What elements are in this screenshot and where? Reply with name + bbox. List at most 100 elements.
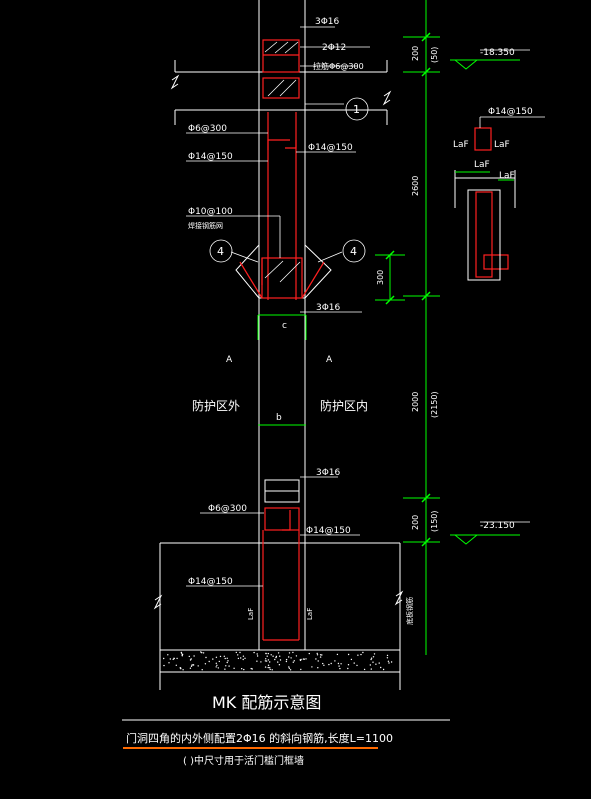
dim-2000: 2000 xyxy=(411,392,420,412)
label-low-right-phi14: Φ14@150 xyxy=(306,526,351,536)
gravel-dot xyxy=(237,654,239,656)
label-dim-c: c xyxy=(282,321,287,331)
leader-lines xyxy=(186,26,545,587)
gravel-dot xyxy=(279,659,282,661)
gravel-dot xyxy=(172,658,174,661)
gravel-dot xyxy=(269,668,271,671)
gravel-dot xyxy=(265,658,267,660)
label-top-3phi16: 3Φ16 xyxy=(315,17,340,27)
gravel-dot xyxy=(277,652,280,654)
gravel-dot xyxy=(347,653,350,656)
label-right-phi14: Φ14@150 xyxy=(308,143,353,153)
elevation-low: -23.150 xyxy=(480,521,515,531)
gravel-dot xyxy=(356,664,358,667)
gravel-dot xyxy=(265,652,267,655)
gravel-dot xyxy=(271,669,273,671)
label-detail-laf4: LaF xyxy=(499,171,515,181)
gravel-dot xyxy=(360,653,362,656)
label-left-phi6: Φ6@300 xyxy=(188,124,227,134)
gravel-dot xyxy=(272,655,274,657)
gravel-dot xyxy=(319,654,322,656)
note-line-2: ( )中尺寸用于活门槛门框墙 xyxy=(183,754,304,767)
gravel-dot xyxy=(288,667,291,669)
gravel-dot xyxy=(264,660,267,662)
gravel-dot xyxy=(169,658,171,660)
gravel-dot xyxy=(274,658,276,661)
note-line-1: 门洞四角的内外侧配置2Φ16 的斜向钢筋,长度L=1100 xyxy=(126,731,393,745)
dim-200-top: 200 xyxy=(411,46,420,61)
gravel-dot xyxy=(189,659,192,661)
gravel-dot xyxy=(267,666,269,669)
gravel-dot xyxy=(290,657,292,659)
gravel-dot xyxy=(300,668,302,671)
label-laf-right: LaF xyxy=(306,608,314,620)
gravel-dot xyxy=(305,658,307,660)
gravel-dot xyxy=(299,659,302,662)
gravel-dot xyxy=(167,654,169,656)
gravel-dot xyxy=(288,652,291,654)
label-mid-3phi16: 3Φ16 xyxy=(316,303,341,313)
gravel-dot xyxy=(200,651,202,653)
gravel-dot xyxy=(370,657,373,659)
gravel-dot xyxy=(337,662,340,665)
hatch xyxy=(264,41,301,283)
gravel-dot xyxy=(390,661,393,663)
gravel-dot xyxy=(190,658,192,660)
gravel-dot xyxy=(336,653,339,656)
gravel-dot xyxy=(237,657,240,660)
gravel-dot xyxy=(173,657,175,659)
gravel-dot xyxy=(347,667,349,670)
gravel-dot xyxy=(278,664,281,666)
label-detail-laf2: LaF xyxy=(494,140,510,150)
gravel-dot xyxy=(277,661,279,663)
diagram-title: MK 配筋示意图 xyxy=(212,693,321,712)
gravel-dot xyxy=(215,656,218,658)
gravel-dot xyxy=(239,651,241,654)
gravel-dot xyxy=(322,662,324,665)
gravel-dot xyxy=(347,664,350,666)
dim-50-top: (50) xyxy=(430,47,439,63)
gravel-dot xyxy=(226,661,228,664)
gravel-dot xyxy=(321,654,323,656)
gravel-dot xyxy=(228,665,230,667)
gravel-dot xyxy=(182,669,184,671)
gravel-dot xyxy=(279,655,281,657)
label-floor-note: 底板钢筋 xyxy=(405,597,414,625)
gravel-dot xyxy=(311,666,313,668)
label-zone-in: 防护区内 xyxy=(320,398,368,413)
gravel-dot xyxy=(241,668,243,670)
gravel-dot xyxy=(353,662,355,664)
gravel-dot xyxy=(180,652,183,654)
gravel-dot xyxy=(372,661,374,663)
gravel-dot xyxy=(289,669,292,671)
wall-outline xyxy=(122,0,450,721)
label-zone-out: 防护区外 xyxy=(192,398,240,413)
gravel-dot xyxy=(267,652,269,655)
gravel-dot xyxy=(218,660,220,663)
gravel-dot xyxy=(339,667,341,670)
gravel-dot xyxy=(372,656,375,658)
gravel-dot xyxy=(266,655,268,657)
gravel-dot xyxy=(240,657,242,659)
gravel-dot xyxy=(317,660,319,662)
gravel-dot xyxy=(288,666,290,668)
circle-label-4b: 4 xyxy=(350,245,357,258)
gravel-dots xyxy=(163,651,393,671)
label-detail-phi14: Φ14@150 xyxy=(488,107,533,117)
gravel-dot xyxy=(223,655,225,657)
gravel-dot xyxy=(256,655,259,657)
gravel-dot xyxy=(235,651,237,654)
gravel-dot xyxy=(340,663,342,665)
gravel-dot xyxy=(219,655,222,658)
gravel-dot xyxy=(256,653,258,655)
gravel-dot xyxy=(292,651,294,654)
label-laf-left: LaF xyxy=(247,608,255,620)
gravel-dot xyxy=(212,658,214,660)
dim-300: 300 xyxy=(376,270,385,285)
dim-150-low: (150) xyxy=(430,510,439,532)
gravel-dot xyxy=(350,658,353,661)
gravel-dot xyxy=(316,652,318,655)
gravel-dot xyxy=(181,653,184,656)
label-top-stirrup: 拉筋Φ6@300 xyxy=(313,61,364,71)
